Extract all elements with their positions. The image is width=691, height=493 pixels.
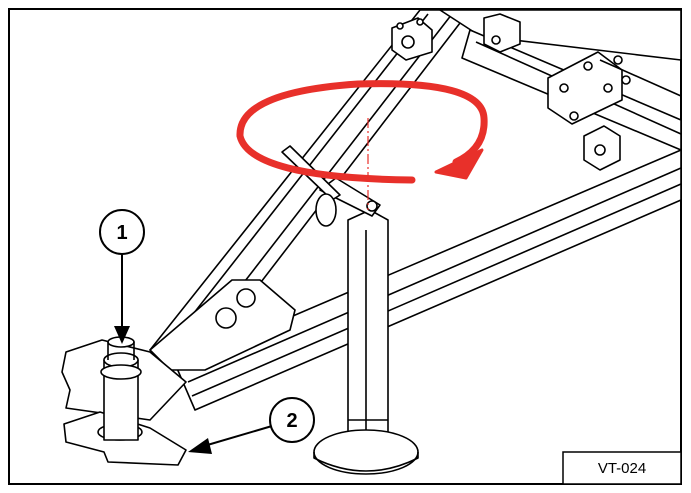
rear-frame	[391, 9, 682, 171]
main-drawbar-beam	[175, 149, 682, 411]
plate-bracket	[547, 51, 682, 125]
reference-code: VT-024	[598, 460, 646, 477]
hitch-pin	[100, 336, 142, 441]
hitch-plate	[149, 279, 296, 371]
callout-2-circle	[269, 397, 315, 443]
clamp-bracket-right	[583, 125, 621, 171]
clamp-bracket-top-right	[483, 13, 521, 53]
rotation-arrow	[236, 80, 488, 184]
callout-1-number: 1	[116, 222, 127, 244]
line-art	[61, 9, 682, 475]
reference-code-box: VT-024	[562, 451, 682, 485]
callout-1: 1	[99, 209, 145, 344]
clamp-bracket-top	[391, 17, 433, 61]
callout-2: 2	[188, 397, 315, 454]
callout-2-number: 2	[286, 410, 297, 432]
callout-1-circle	[99, 209, 145, 255]
